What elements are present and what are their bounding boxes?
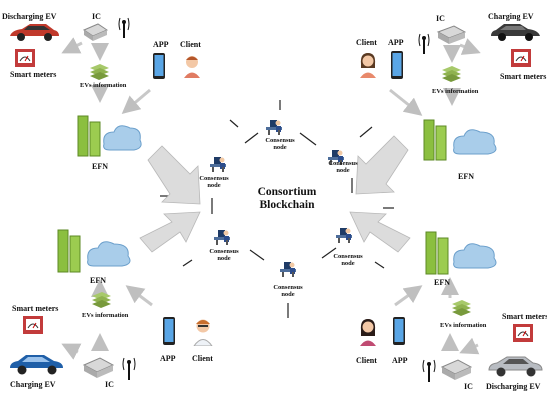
tl-smart-meter-icon — [15, 49, 35, 67]
tl-info-label: EVs information — [80, 82, 127, 89]
bl-smart-meter-icon — [23, 316, 43, 334]
tl-client-avatar-icon — [184, 56, 200, 78]
center-title-line2: Blockchain — [259, 199, 315, 211]
center-title: Consortium Blockchain — [247, 186, 327, 212]
br-info-stack-icon — [452, 300, 471, 316]
tl-efn-icon — [77, 115, 142, 157]
bl-phone-icon[interactable] — [162, 316, 176, 346]
tr-smart-meter-icon — [511, 49, 531, 67]
bl-efn-label: EFN — [90, 276, 106, 285]
br-ev-label: Discharging EV — [486, 382, 541, 391]
bl-client-label: Client — [192, 354, 213, 363]
bl-info-label: EVs information — [82, 312, 129, 319]
consensus-node-icon-upper-left — [210, 157, 226, 172]
tr-efn-label: EFN — [458, 172, 474, 181]
bl-app-label: APP — [160, 354, 176, 363]
br-ic-icon — [440, 359, 472, 380]
br-smart-meter-icon — [513, 324, 533, 342]
tr-phone-icon[interactable] — [390, 50, 404, 80]
tr-info-stack-icon — [442, 66, 461, 82]
bl-antenna-icon — [122, 357, 136, 380]
bl-ic-label: IC — [105, 380, 114, 389]
br-efn-icon — [425, 231, 497, 275]
bl-ev-label: Charging EV — [10, 380, 56, 389]
tr-car-icon — [491, 24, 540, 41]
consensus-node-icon-top — [266, 120, 282, 135]
br-efn-label: EFN — [434, 278, 450, 287]
center-title-line1: Consortium — [257, 186, 317, 198]
tr-ic-icon — [436, 25, 466, 44]
br-ic-label: IC — [464, 382, 473, 391]
bl-car-icon — [10, 355, 63, 375]
tr-client-avatar-icon — [360, 53, 376, 78]
tr-meters-label: Smart meters — [500, 72, 547, 81]
tr-antenna-icon — [418, 33, 430, 54]
br-phone-icon[interactable] — [392, 316, 406, 346]
tr-efn-icon — [423, 119, 497, 161]
br-info-label: EVs information — [440, 322, 487, 329]
bl-info-stack-icon — [92, 292, 111, 308]
tl-info-stack-icon — [90, 64, 109, 80]
br-car-icon — [488, 356, 543, 377]
consensus-node-icon-upper-right — [328, 150, 344, 165]
tl-client-label: Client — [180, 40, 201, 49]
tl-phone-icon[interactable] — [152, 52, 166, 80]
bl-ic-icon — [82, 357, 114, 378]
bl-meters-label: Smart meters — [12, 304, 59, 313]
tl-ic-label: IC — [92, 12, 101, 21]
tr-ic-label: IC — [436, 14, 445, 23]
consensus-node-icon-lower-right — [336, 228, 352, 243]
flow-arrows — [139, 135, 411, 253]
tl-ic-icon — [82, 23, 108, 41]
consensus-node-icon-lower-left — [214, 230, 230, 245]
br-client-label: Client — [356, 356, 377, 365]
br-client-avatar-icon — [360, 319, 376, 346]
consensus-node-icon-bottom — [280, 262, 296, 277]
tr-app-label: APP — [388, 38, 404, 47]
tl-app-label: APP — [153, 40, 169, 49]
tr-ev-label: Charging EV — [488, 12, 534, 21]
br-meters-label: Smart meters — [502, 312, 547, 321]
bl-efn-icon — [57, 229, 131, 273]
tr-info-label: EVs information — [432, 88, 479, 95]
tl-meters-label: Smart meters — [10, 70, 57, 79]
br-antenna-icon — [422, 359, 436, 382]
tl-ev-label: Discharging EV — [2, 12, 57, 21]
tl-efn-label: EFN — [92, 162, 108, 171]
tl-antenna-icon — [118, 17, 130, 38]
tr-client-label: Client — [356, 38, 377, 47]
bl-client-avatar-icon — [193, 319, 213, 346]
consensus-links — [160, 100, 394, 318]
br-app-label: APP — [392, 356, 408, 365]
tl-car-icon — [10, 24, 59, 41]
